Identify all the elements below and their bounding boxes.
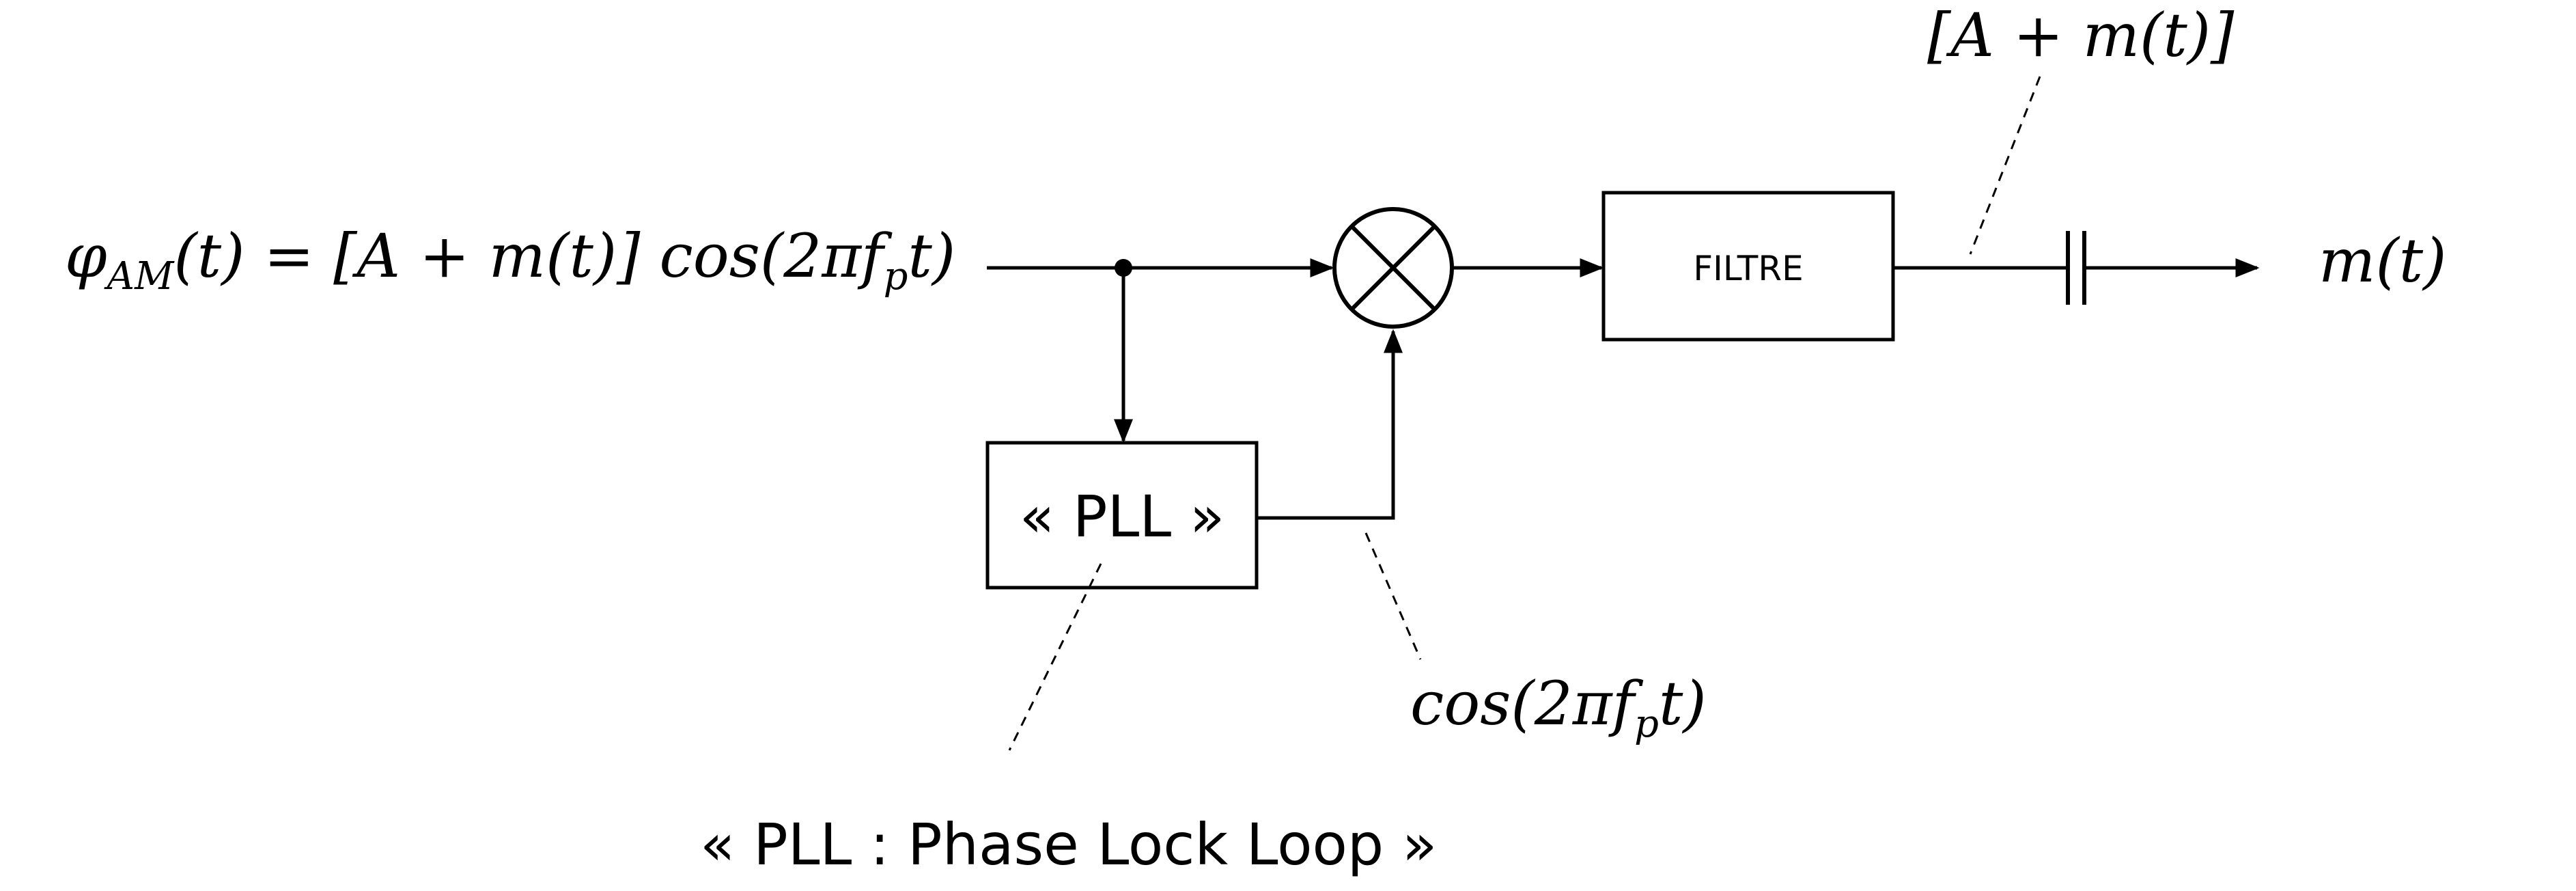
filter-block: FILTRE — [1601, 191, 1895, 342]
pll-output-leader — [1364, 532, 1422, 660]
pll-block-label: « PLL » — [1020, 483, 1224, 550]
filter-output-label: [A + m(t)] — [1927, 0, 2235, 70]
capacitor-symbol — [2066, 231, 2086, 305]
pll-note-leader — [1008, 563, 1102, 751]
pll-block: « PLL » — [985, 441, 1259, 590]
multiplier-symbol — [1332, 207, 1454, 329]
filter-block-label: FILTRE — [1693, 249, 1803, 288]
output-label: m(t) — [2319, 225, 2446, 296]
pll-output-line — [1257, 329, 1403, 520]
input-signal-equation: φAM(t) = [A + m(t)] cos(2πfpt) — [65, 221, 955, 299]
pll-note: « PLL : Phase Lock Loop » — [700, 811, 1437, 878]
filter-output-leader — [1969, 76, 2041, 255]
pll-output-label: cos(2πfpt) — [1410, 668, 1707, 746]
